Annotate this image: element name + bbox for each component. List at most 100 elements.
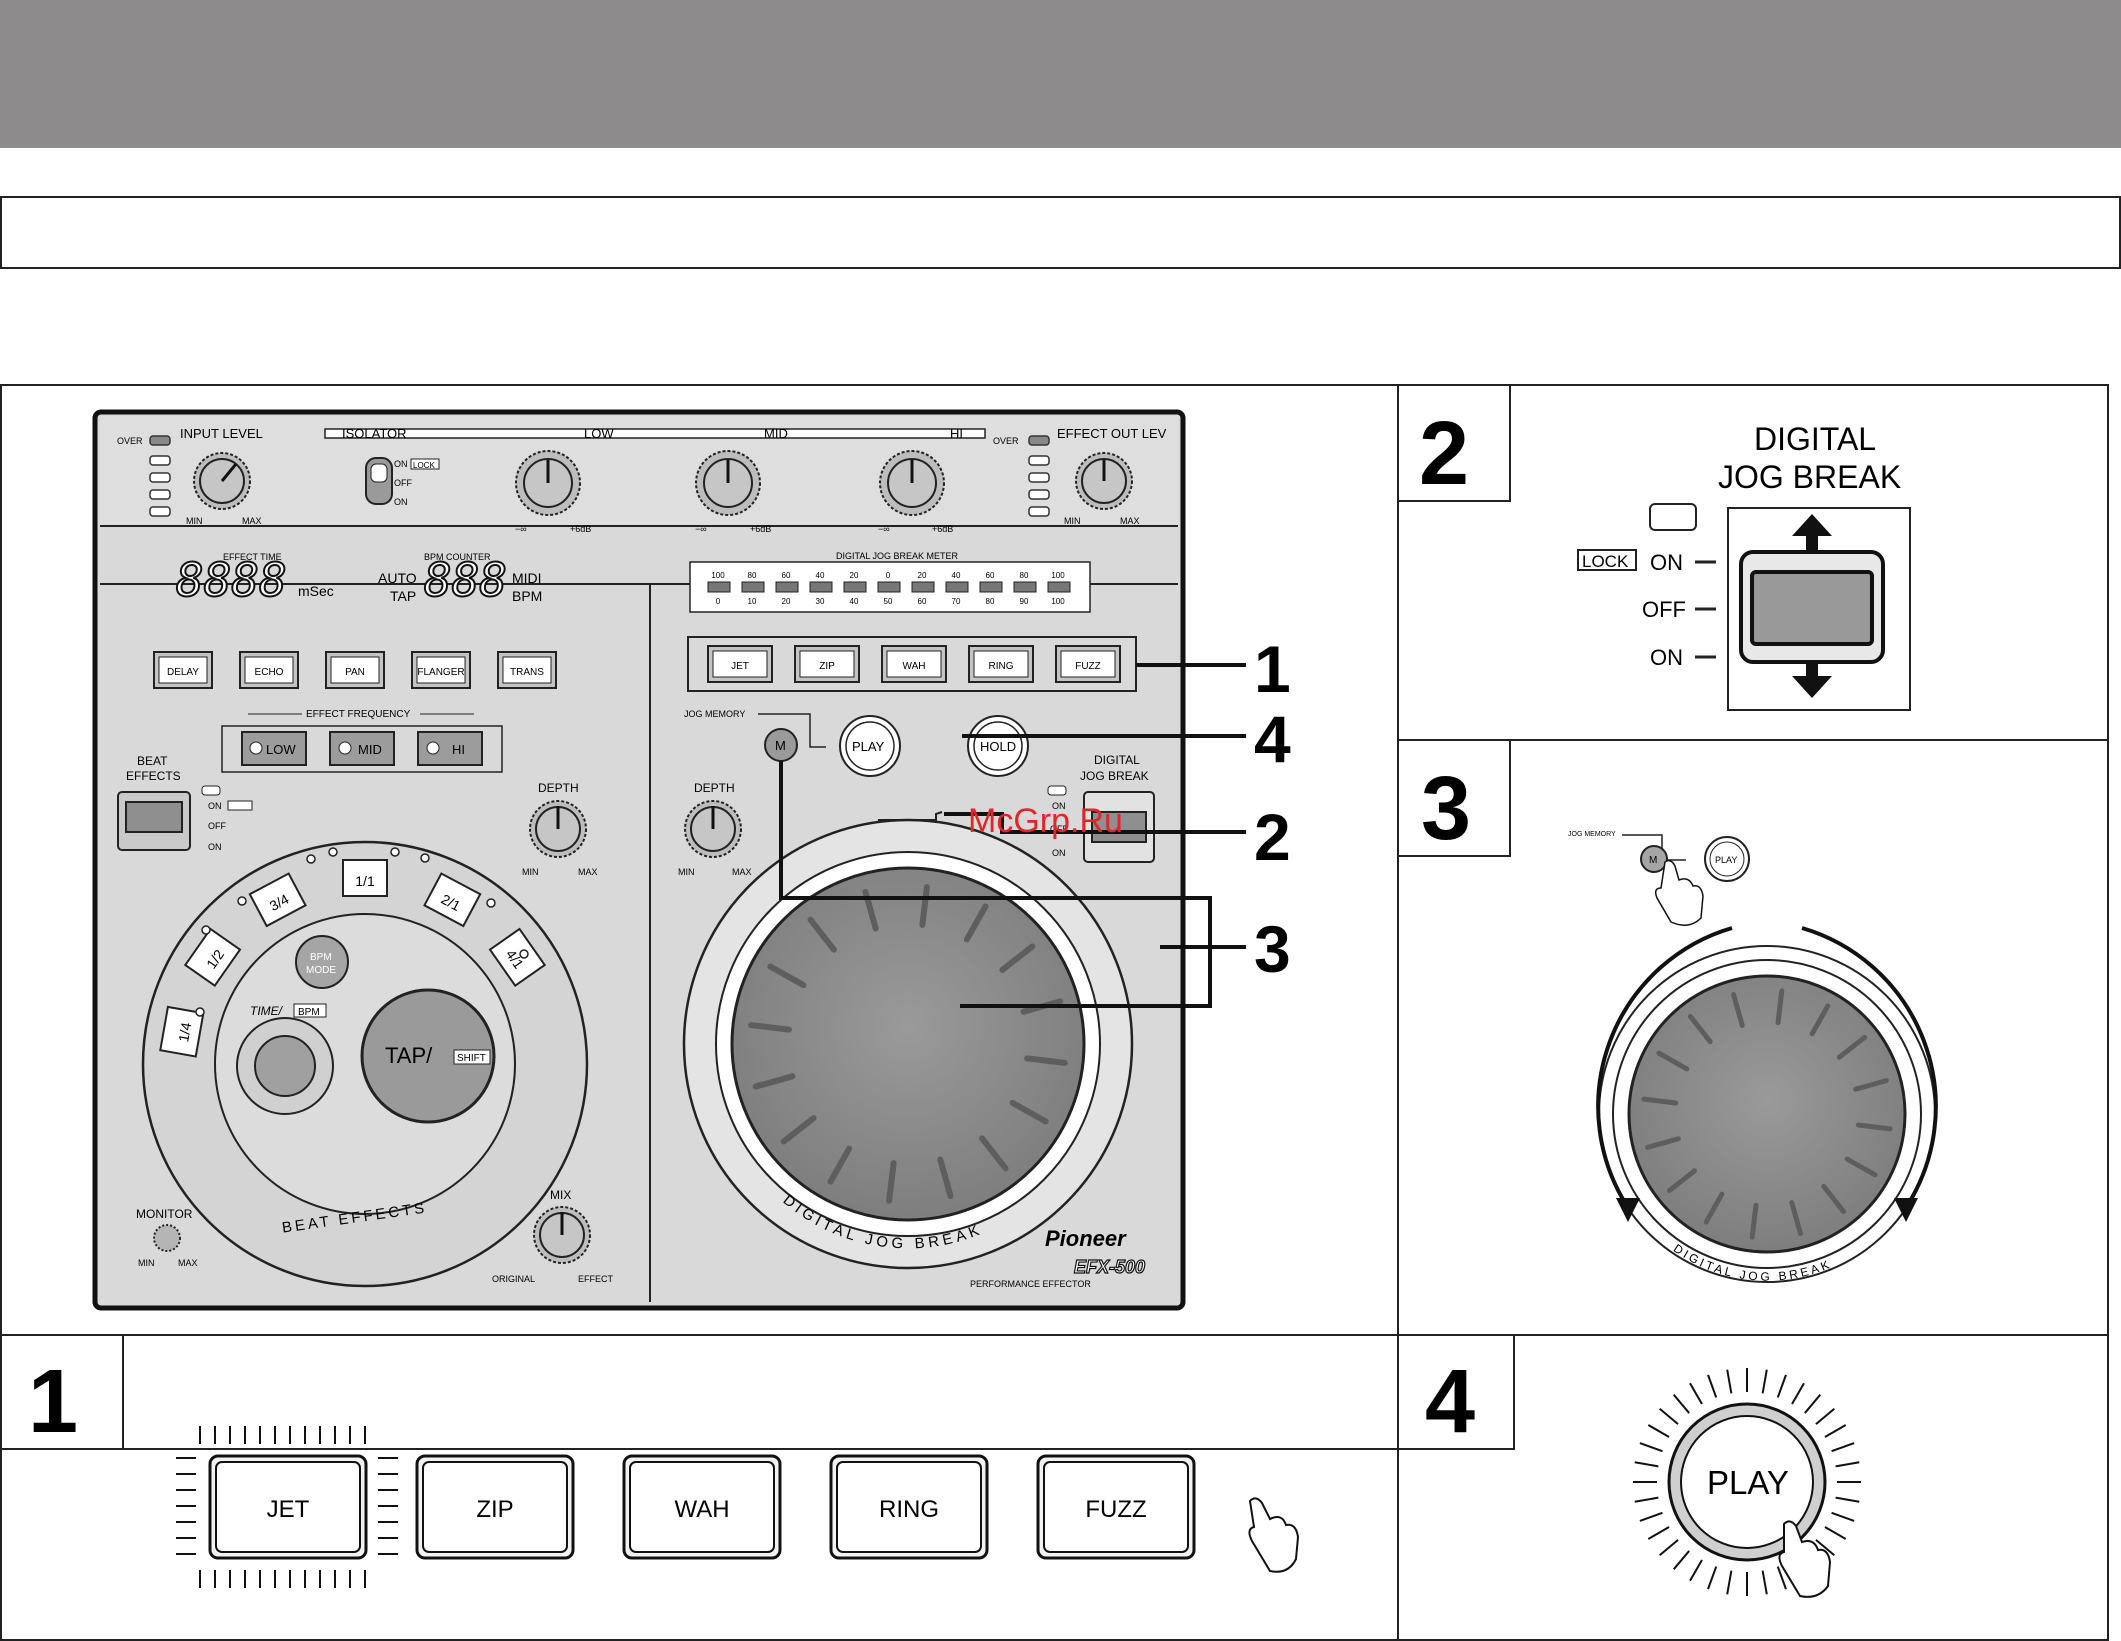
- input-level-knob[interactable]: [193, 452, 251, 510]
- monitor-label: MONITOR: [136, 1207, 193, 1221]
- mid-min-label: −∞: [695, 524, 707, 534]
- jog-effect-button-ring[interactable]: RING: [968, 645, 1034, 683]
- meter-bottom-tick: 70: [952, 597, 961, 606]
- time-bpm-label: TIME/: [250, 1004, 284, 1018]
- isolator-switch[interactable]: [365, 457, 393, 505]
- jog-switch-on2: ON: [1052, 848, 1066, 858]
- jog-effect-button-jet[interactable]: JET: [707, 645, 773, 683]
- step-4-number: 4: [1425, 1352, 1475, 1452]
- bpm-label: BPM: [512, 588, 542, 604]
- brand-logo: Pioneer: [1045, 1226, 1127, 1251]
- digital-jog-wheel[interactable]: [682, 818, 1134, 1270]
- step-3-rotate-arrows-icon: [1596, 926, 1938, 1222]
- step-2-number: 2: [1419, 404, 1469, 504]
- beat-value-chip[interactable]: 1/1: [342, 859, 388, 897]
- bpm-mode-button[interactable]: BPM MODE: [295, 935, 349, 989]
- step-1-button-label: JET: [267, 1496, 310, 1523]
- beat-effect-buttons: DELAY ECHO PAN FLANGER TRANS: [153, 651, 557, 689]
- step-3-jog-wheel[interactable]: [1598, 945, 1936, 1283]
- jog-switch-off: OFF: [1050, 824, 1068, 834]
- jog-effect-buttons: JET ZIP WAH RING FUZZ: [707, 645, 1121, 683]
- freq-hi-button[interactable]: HI: [417, 731, 483, 766]
- meter-bottom-tick: 50: [884, 597, 893, 606]
- beat-effect-button-echo[interactable]: ECHO: [239, 651, 299, 689]
- beat-value-chip[interactable]: 4/1: [488, 927, 547, 988]
- msec-label: mSec: [298, 583, 334, 599]
- meter-bottom-tick: 10: [748, 597, 757, 606]
- beat-effect-button-flanger[interactable]: FLANGER: [411, 651, 471, 689]
- time-bpm-knob[interactable]: [236, 1017, 334, 1115]
- hi-max-label: +6dB: [932, 524, 953, 534]
- jog-play-button[interactable]: PLAY: [839, 715, 901, 777]
- meter-bottom-tick: 30: [816, 597, 825, 606]
- beat-value-label: 1/4: [175, 1021, 194, 1043]
- step-1-button-label: ZIP: [476, 1496, 513, 1523]
- mid-knob[interactable]: [695, 450, 761, 516]
- jog-effect-label: WAH: [903, 661, 926, 672]
- header-band: [0, 0, 2121, 148]
- step-3-m-text: M: [1649, 855, 1657, 866]
- beat-effects-switch-label-1: BEAT: [137, 754, 168, 768]
- hi-knob[interactable]: [879, 450, 945, 516]
- illustration: INPUT LEVEL OVER MIN MAX ISOLATOR LOW MI…: [0, 384, 2109, 1641]
- jog-switch-label-2: JOG BREAK: [1080, 769, 1149, 783]
- callout-3: 3: [1254, 912, 1291, 986]
- low-knob[interactable]: [515, 450, 581, 516]
- step-1-button-zip[interactable]: ZIP: [415, 1454, 575, 1560]
- outer-frame: [0, 384, 2109, 1641]
- time-bpm-box: BPM: [298, 1007, 320, 1018]
- step-3-hand-icon: [1654, 859, 1704, 926]
- monitor-knob[interactable]: [153, 1224, 181, 1252]
- effect-out-knob[interactable]: [1075, 452, 1133, 510]
- mix-knob[interactable]: [533, 1206, 591, 1264]
- meter-top-tick: 20: [918, 571, 927, 580]
- beat-value-chip[interactable]: 1/2: [183, 927, 242, 988]
- beat-effect-button-delay[interactable]: DELAY: [153, 651, 213, 689]
- beat-value-chip[interactable]: 2/1: [423, 872, 482, 928]
- beat-effect-label: ECHO: [255, 667, 284, 678]
- beat-on2-label: ON: [208, 842, 222, 852]
- step-2-switch[interactable]: [1739, 550, 1885, 664]
- step-1-button-jet[interactable]: JET: [208, 1454, 368, 1560]
- beat-value-chip[interactable]: 3/4: [248, 872, 307, 928]
- step-3-play-button[interactable]: PLAY: [1704, 836, 1750, 882]
- jog-hold-button[interactable]: HOLD: [967, 715, 1029, 777]
- beat-effect-label: FLANGER: [417, 667, 464, 678]
- jog-depth-knob[interactable]: [684, 800, 742, 858]
- model-text: EFX-500: [1074, 1257, 1145, 1277]
- midi-label: MIDI: [512, 570, 542, 586]
- over-label: OVER: [117, 436, 143, 446]
- meter-segment: [911, 581, 935, 593]
- meter-top-tick: 0: [886, 571, 891, 580]
- step-2-lock: LOCK: [1582, 552, 1629, 571]
- jog-break-switch[interactable]: [1083, 791, 1155, 863]
- beat-depth-knob[interactable]: [529, 800, 587, 858]
- beat-value-chip[interactable]: 1/4: [159, 1005, 205, 1058]
- jog-effect-button-fuzz[interactable]: FUZZ: [1055, 645, 1121, 683]
- beat-effect-button-pan[interactable]: PAN: [325, 651, 385, 689]
- step-1-button-label: RING: [879, 1496, 939, 1523]
- step-1-button-wah[interactable]: WAH: [622, 1454, 782, 1560]
- freq-low-button[interactable]: LOW: [241, 731, 307, 766]
- isolator-lock-label: LOCK: [413, 461, 435, 470]
- step-1-button-label: FUZZ: [1085, 1496, 1146, 1523]
- input-min-label: MIN: [186, 516, 203, 526]
- tap-shift-button[interactable]: TAP/ SHIFT: [360, 988, 496, 1124]
- jog-effect-button-wah[interactable]: WAH: [881, 645, 947, 683]
- beat-effects-switch[interactable]: [117, 791, 191, 851]
- jog-depth-max: MAX: [732, 867, 752, 877]
- step-2-off: OFF: [1642, 597, 1686, 622]
- jog-memory-m-button[interactable]: M: [764, 728, 798, 762]
- beat-effect-button-trans[interactable]: TRANS: [497, 651, 557, 689]
- jog-effect-button-zip[interactable]: ZIP: [794, 645, 860, 683]
- step-1-button-label: WAH: [674, 1496, 729, 1523]
- step-1-glow-rays: [176, 1426, 398, 1588]
- out-max-label: MAX: [1120, 516, 1140, 526]
- step-1-button-ring[interactable]: RING: [829, 1454, 989, 1560]
- step-1-button-fuzz[interactable]: FUZZ: [1036, 1454, 1196, 1560]
- freq-mid-button[interactable]: MID: [329, 731, 395, 766]
- meter-bottom-tick: 0: [716, 597, 721, 606]
- step-3-m-button[interactable]: M: [1640, 845, 1668, 873]
- step-4-play-button[interactable]: PLAY: [1667, 1402, 1827, 1562]
- meter-top-tick: 100: [1051, 571, 1065, 580]
